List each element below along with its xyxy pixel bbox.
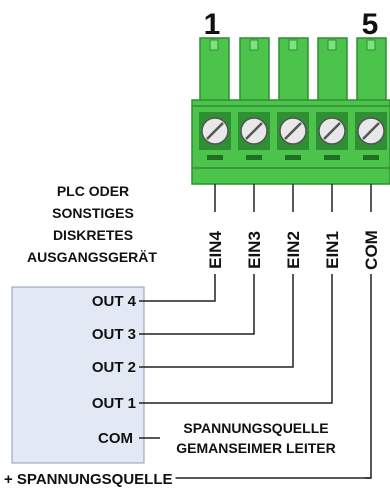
device-label-line-3: DISKRETES bbox=[53, 227, 133, 243]
terminal-label-ein4: EIN4 bbox=[206, 231, 225, 269]
pin-number-first: 1 bbox=[204, 8, 221, 41]
common-note-line-2: GEMANSEIMER LEITER bbox=[176, 440, 335, 456]
output-label-out4: OUT 4 bbox=[92, 293, 137, 310]
device-label-line-1: PLC ODER bbox=[57, 183, 129, 199]
output-label-out1: OUT 1 bbox=[92, 395, 136, 412]
terminal-label-ein1: EIN1 bbox=[323, 231, 342, 269]
terminal-leads bbox=[214, 184, 372, 212]
device-label-line-4: AUSGANGSGERÄT bbox=[27, 249, 157, 265]
output-label-out3: OUT 3 bbox=[92, 326, 136, 343]
terminal-label-ein3: EIN3 bbox=[245, 231, 264, 269]
output-device-box bbox=[11, 286, 145, 464]
device-label-line-2: SONSTIGES bbox=[52, 205, 134, 221]
output-label-com: COM bbox=[98, 430, 133, 447]
supply-label: + SPANNUNGSQUELLE bbox=[4, 471, 173, 488]
common-note-line-1: SPANNUNGSQUELLE bbox=[183, 420, 328, 436]
terminal-label-com: COM bbox=[362, 230, 381, 270]
pin-number-last: 5 bbox=[362, 8, 379, 41]
terminal-connector bbox=[191, 37, 390, 185]
terminal-label-ein2: EIN2 bbox=[284, 231, 303, 269]
output-label-out2: OUT 2 bbox=[92, 359, 136, 376]
